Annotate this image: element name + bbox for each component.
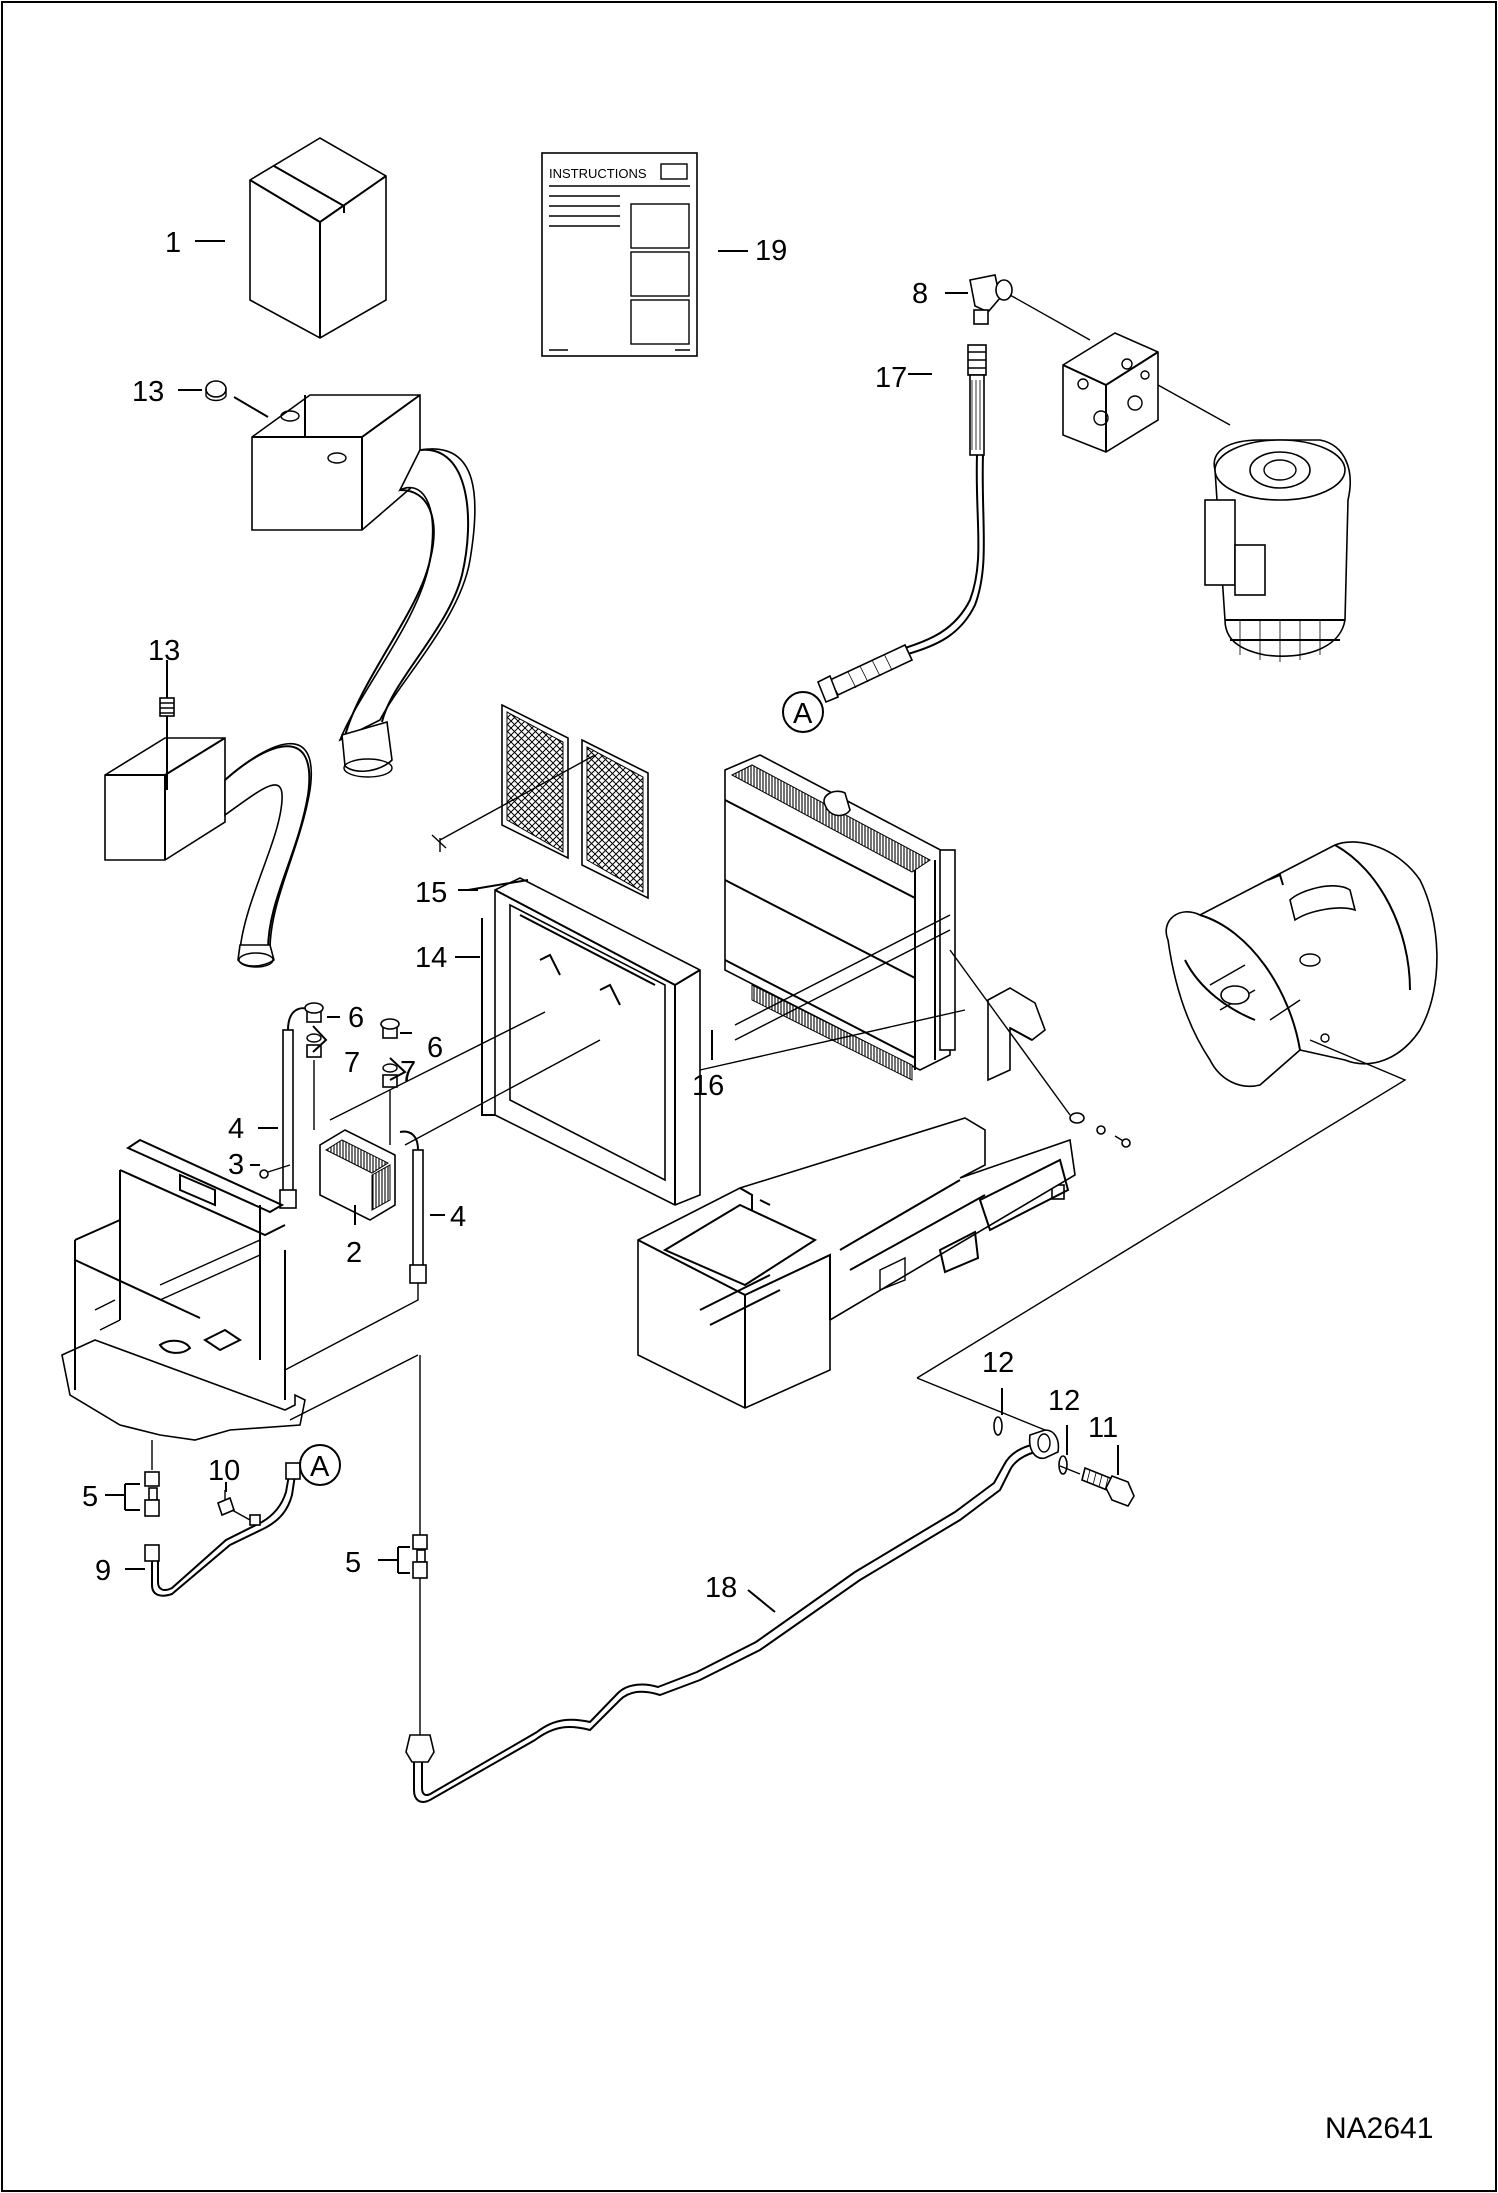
instructions-heading: INSTRUCTIONS [549, 166, 647, 181]
hose-4-right [399, 1130, 427, 1284]
callout-4-left: 4 [228, 1113, 244, 1145]
drawing-number: NA2641 [1325, 2112, 1433, 2145]
leader-18 [747, 1589, 776, 1613]
leader-5-left [105, 1483, 140, 1511]
hose-dash-line [289, 1354, 419, 1421]
fitting-5-left [144, 1440, 160, 1517]
callout-16: 16 [692, 1070, 724, 1102]
callout-17: 17 [875, 362, 907, 394]
bracket-hardware [949, 949, 1131, 1200]
hose-17 [816, 344, 987, 704]
instruction-sheet: INSTRUCTIONS [541, 152, 698, 357]
ref-a-lower: A [310, 1451, 330, 1483]
callout-13-upper: 13 [132, 376, 164, 408]
tube-18 [405, 1429, 1060, 1803]
leader-6-7 [312, 1016, 412, 1081]
callout-9: 9 [95, 1555, 111, 1587]
grille-rod [439, 754, 596, 841]
radiator-bolt-lines [734, 914, 951, 1041]
radiator-bracket [987, 987, 1046, 1082]
fitting-13-lower [159, 660, 175, 790]
hose-4-left [279, 1007, 319, 1209]
cooler-assembly-lines [329, 1011, 601, 1146]
callout-1: 1 [165, 227, 181, 259]
ref-circle-a-upper: A [782, 691, 824, 733]
hose-to-fitting-line [284, 1283, 421, 1535]
port-plate [1062, 332, 1159, 453]
hose-9 [144, 1462, 301, 1597]
shroud-14 [481, 877, 701, 1206]
box-part [249, 137, 387, 339]
main-frame [637, 1009, 1076, 1409]
callout-3: 3 [228, 1149, 244, 1181]
callout-7-upper: 7 [344, 1047, 360, 1079]
callout-2: 2 [346, 1237, 362, 1269]
leader-5-right [378, 1546, 410, 1574]
callout-6-upper: 6 [348, 1002, 364, 1034]
leader-15 [458, 879, 529, 891]
callout-7-lower: 7 [400, 1056, 416, 1088]
grille-left [501, 703, 569, 860]
callout-11: 11 [1088, 1412, 1118, 1444]
callout-19: 19 [755, 235, 787, 267]
callout-15: 15 [415, 877, 447, 909]
hose-block-lower [104, 737, 313, 968]
callout-8: 8 [912, 278, 928, 310]
hose-block-upper [251, 394, 476, 778]
plug-13-upper [205, 380, 227, 402]
elbow-fitting-8 [969, 274, 1013, 325]
callout-4-right: 4 [450, 1201, 466, 1233]
radiator [724, 754, 956, 1081]
callout-12-left: 12 [982, 1347, 1014, 1379]
ref-circle-a-lower: A [299, 1444, 341, 1486]
bolt-11 [1059, 1465, 1135, 1507]
clip-10 [217, 1490, 261, 1526]
callout-6-lower: 6 [427, 1032, 443, 1064]
cooler-mount-bracket [61, 1138, 306, 1441]
ref-a-upper: A [793, 698, 813, 730]
pump-motor [1204, 439, 1351, 662]
fitting-5-right [412, 1534, 428, 1579]
callout-10: 10 [208, 1455, 240, 1487]
oil-cooler-2 [319, 1129, 396, 1221]
callout-18: 18 [705, 1572, 737, 1604]
assembly-line-pump [1009, 294, 1231, 426]
callout-13-lower: 13 [148, 635, 180, 667]
tube-assembly-line [916, 1039, 1407, 1431]
callout-14: 14 [415, 942, 447, 974]
bell-housing [1165, 841, 1438, 1087]
callout-12-right: 12 [1048, 1385, 1080, 1417]
grille-right [581, 738, 649, 900]
grille-clip [431, 834, 447, 852]
callout-5-right: 5 [345, 1547, 361, 1579]
oring-12-right [1058, 1455, 1068, 1475]
callout-5-left: 5 [82, 1481, 98, 1513]
oring-12-left [993, 1416, 1003, 1436]
leader-13-upper [178, 389, 269, 418]
